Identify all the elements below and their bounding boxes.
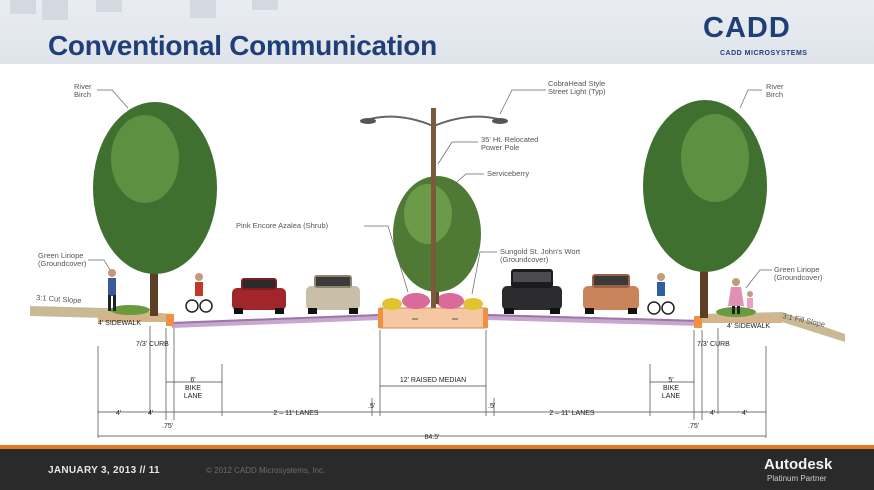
raised-median [379, 307, 487, 329]
slide-footer: JANUARY 3, 2013 // 11 © 2012 CADD Micros… [0, 449, 874, 490]
curb-right [694, 316, 702, 328]
label-street-light-1: CobraHead Style [548, 79, 605, 88]
label-liriope-right-2: (Groundcover) [774, 273, 823, 282]
label-liriope-left-1: Green Liriope [38, 251, 83, 260]
street-light-head [492, 118, 508, 124]
light-arm-left [369, 115, 434, 127]
dim-sidewalk-right: 4' SIDEWALK [727, 323, 770, 330]
label-st-johns-wort-2: (Groundcover) [500, 255, 549, 264]
st-johns-wort [382, 298, 402, 310]
slide-header: Conventional Communication CADD CADD MIC… [0, 0, 874, 64]
label-power-pole-2: Power Pole [481, 143, 519, 152]
footer-accent-line [0, 445, 874, 449]
label-street-light-2: Street Light (Typ) [548, 87, 606, 96]
road-surface-left [172, 314, 380, 324]
river-birch-left-highlight [111, 115, 179, 203]
label-river-birch-left-2: Birch [74, 90, 91, 99]
background-building [96, 0, 122, 12]
azalea-shrub [402, 293, 430, 309]
partner-label: Platinum Partner [767, 474, 827, 483]
label-power-pole-1: 35' Ht. Relocated [481, 135, 538, 144]
car-tan [306, 275, 360, 314]
river-birch-trunk-left [150, 234, 158, 316]
dimension-lines [97, 326, 767, 438]
light-arm-right [433, 115, 499, 127]
cadd-logo: CADD CADD MICROSYSTEMS [703, 12, 853, 62]
car-orange [583, 274, 639, 314]
curb-left [166, 314, 174, 326]
label-serviceberry: Serviceberry [487, 169, 529, 178]
river-birch-trunk-right [700, 232, 708, 318]
background-building [42, 0, 68, 20]
dim-buffer-4ft-right: 4' [710, 410, 715, 417]
dim-bike-lane-left-2: BIKE [185, 385, 201, 392]
dim-lanes-left: 2 – 11' LANES [273, 410, 319, 417]
st-johns-wort [463, 298, 483, 310]
label-liriope-right-1: Green Liriope [774, 265, 819, 274]
road-surface-right [486, 314, 700, 322]
dim-bike-lane-left-1: 6' [190, 377, 195, 384]
dim-total-width: 84.5' [425, 434, 440, 441]
street-light-head [360, 118, 376, 124]
dim-bike-lane-right-1: 5' [668, 377, 673, 384]
label-liriope-left-2: (Groundcover) [38, 259, 87, 268]
dim-bike-lane-right-2: BIKE [663, 385, 679, 392]
truck-black [502, 269, 562, 314]
dim-curb-right: 7/3' CURB [697, 341, 730, 348]
river-birch-right-highlight [681, 114, 749, 202]
power-pole [431, 108, 436, 308]
dim-half-ft-left: .5' [368, 403, 375, 410]
street-cross-section-diagram: River Birch River Birch CobraHead Style … [0, 64, 874, 444]
serviceberry-highlight [404, 184, 452, 244]
pedestrians-right [728, 278, 753, 314]
dim-sidewalk-left: 4' SIDEWALK [98, 320, 141, 327]
dim-half-ft-right: .5' [488, 403, 495, 410]
logo-subtitle: CADD MICROSYSTEMS [720, 50, 808, 57]
label-river-birch-right-1: River [766, 82, 784, 91]
dim-sidewalk-4ft-left: 4' [116, 410, 121, 417]
label-river-birch-left-1: River [74, 82, 92, 91]
liriope-right [716, 307, 756, 317]
dim-buffer-4ft-left: 4' [148, 410, 153, 417]
dim-raised-median: 12' RAISED MEDIAN [400, 377, 466, 384]
dim-curb-75-right: .75' [688, 423, 699, 430]
label-azalea: Pink Encore Azalea (Shrub) [236, 221, 329, 230]
dim-bike-lane-right-3: LANE [662, 393, 681, 400]
label-cut-slope: 3:1 Cut Slope [36, 293, 82, 305]
label-river-birch-right-2: Birch [766, 90, 783, 99]
label-st-johns-wort-1: Sungold St. John's Wort [500, 247, 581, 256]
cyclist-right [647, 273, 675, 315]
dim-bike-lane-left-3: LANE [184, 393, 203, 400]
logo-text: CADD [703, 12, 791, 44]
dim-lanes-right: 2 – 11' LANES [549, 410, 595, 417]
dim-sidewalk-4ft-right: 4' [742, 410, 747, 417]
background-building [10, 0, 36, 14]
azalea-shrub [436, 293, 464, 309]
car-red [232, 278, 286, 314]
sidewalk-left [98, 314, 172, 322]
footer-date: JANUARY 3, 2013 // 11 [48, 465, 160, 476]
cyclist-left [185, 273, 213, 313]
callout-leaders [88, 89, 772, 295]
dim-curb-75-left: .75' [162, 423, 173, 430]
pedestrian-left [108, 269, 116, 311]
liriope-left [110, 305, 150, 315]
slide-title: Conventional Communication [48, 30, 437, 61]
median-curb-right [483, 308, 488, 328]
dim-curb-left: 7/3' CURB [136, 341, 169, 348]
background-building [190, 0, 216, 18]
median-curb-left [378, 308, 383, 328]
footer-copyright: © 2012 CADD Microsystems, Inc. [206, 466, 326, 475]
sidewalk-right [700, 316, 782, 323]
autodesk-logo: Autodesk [764, 456, 833, 473]
background-building [252, 0, 278, 10]
